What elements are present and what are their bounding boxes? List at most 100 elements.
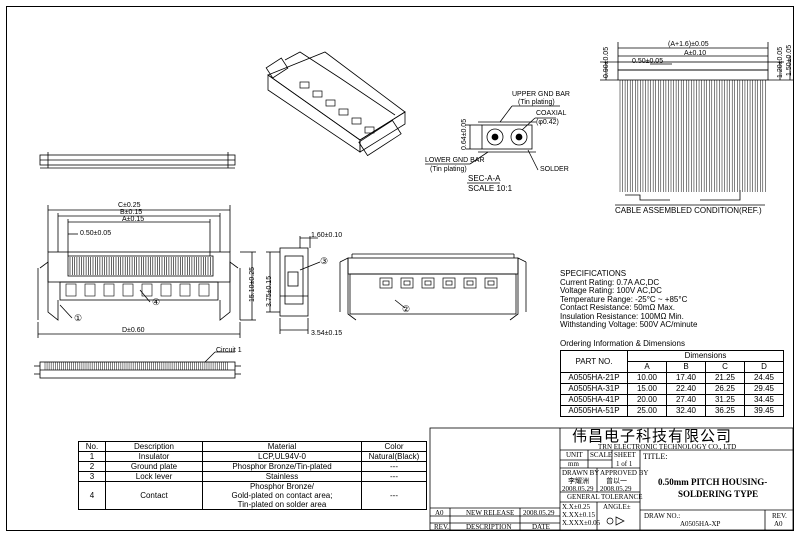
bom-desc: Ground plate [105,461,203,472]
bom-desc: Contact [105,481,203,510]
rev-footer-date: DATE [532,523,550,531]
bom-header-mat: Material [202,441,362,452]
approved-date: 2008.05.29 [600,485,632,493]
rev-date: 2008.05.29 [523,509,555,517]
spec-line: Current Rating: 0.7A AC,DC [560,277,660,287]
drawn-by-name: 李耀洲 [568,477,589,485]
callout-3: ③ [320,256,329,266]
bom-mat: Stainless [202,471,362,482]
col-d: D [744,361,784,373]
rev-description: NEW RELEASE [466,509,515,517]
bom-desc: Lock lever [105,471,203,482]
unit-value: mm [568,460,579,468]
top-dim-pitch: 0.50±0.05 [80,230,112,237]
dim-cell: 26.25 [705,383,745,395]
rev-value: A0 [774,520,783,528]
part-cell: A0505HA-21P [560,372,628,384]
solder-tab [179,283,191,297]
rev-footer-desc: DESCRIPTION [466,523,512,531]
bom-no: 3 [78,471,106,482]
contact-slot-inner [403,280,411,286]
bom-color: --- [361,471,427,482]
part-no-header: PART NO. [560,350,628,373]
side-dim-bottom: 3.54±0.15 [311,330,343,337]
cable-dim-left: 0.90±0.05 [603,46,610,78]
cable-dim-right2: 1.50±0.05 [786,44,793,76]
section-coaxial: COAXIAL [536,110,567,117]
side-dim-height: 3.75±0.15 [266,275,273,307]
cable-dim-a-plus: (A+1.6)±0.05 [668,41,709,48]
section-scale: SCALE 10:1 [468,184,513,193]
bom-mat: Phosphor Bronze/Tin-plated [202,461,362,472]
cable-dim-pitch: 0.50±0.05 [632,58,664,65]
contact-slot-inner [445,280,453,286]
dimensions-header: Dimensions [627,350,784,362]
dim-cell: 31.25 [705,394,745,406]
title-block-frame [429,427,794,531]
dim-cell: 29.45 [744,383,784,395]
table-row: 1 Insulator LCP,UL94V-0 Natural(Black) [78,451,427,462]
unit-label: UNIT [566,451,583,459]
section-upper-bar: UPPER GND BAR [512,91,570,98]
bom-mat-line: Gold-plated on contact area; [231,491,333,500]
bom-mat-line: Phosphor Bronze/ [249,482,315,491]
sheet-border [6,6,794,531]
iso-contact [351,117,362,125]
dim-cell: 25.00 [627,405,667,417]
col-b: B [666,361,706,373]
bom-header-desc: Description [105,441,203,452]
dim-cell: 24.45 [744,372,784,384]
solder-tab [160,283,172,297]
front-view-contacts [379,277,498,289]
iso-contact [299,81,310,89]
top-dim-a: A±0.15 [122,216,145,223]
angle-label: ANGLE± [603,503,631,511]
spec-line: Withstanding Voltage: 500V AC/minute [560,320,698,329]
contact-slot [379,277,393,289]
iso-contact [338,108,349,116]
bom-header-no: No. [78,441,106,452]
iso-view [265,51,406,157]
specifications: SPECIFICATIONS Current Rating: 0.7A AC,D… [560,269,698,330]
drawn-date: 2008.05.29 [562,485,594,493]
tolerance-1: X.X±0.25 [562,503,590,511]
callout-1: ① [74,313,83,323]
section-lower-bar: LOWER GND BAR [425,157,485,164]
table-row: 3 Lock lever Stainless --- [78,471,427,482]
dim-cell: 32.40 [666,405,706,417]
section-coaxial-dia: (φ0.42) [536,119,559,126]
table-row: A0505HA-51P 25.00 32.40 36.25 39.45 [560,405,784,417]
top-dim-b: B±0.15 [120,209,143,216]
title-label: TITLE: [643,452,668,461]
approved-by-label: APPROVED BY [600,469,649,477]
draw-no-label: DRAW NO.: [644,512,681,520]
draw-no: A0505HA-XP [680,520,721,528]
iso-contact [364,126,375,134]
contact-slot [400,277,414,289]
side-dim-top: 1.60±0.10 [311,232,343,239]
table-row: 4 Contact Phosphor Bronze/ Gold-plated o… [78,481,427,510]
section-height: 0.64±0.05 [461,118,468,150]
col-a: A [627,361,667,373]
solder-tab [84,283,96,297]
contact-slot [484,277,498,289]
bottom-view-contacts [44,362,228,370]
dim-cell: 17.40 [666,372,706,384]
projection-symbol [606,516,625,526]
ordering-heading: Ordering Information & Dimensions [560,339,685,348]
elevation-view [39,152,236,169]
rev-entry: A0 [435,509,444,517]
contact-slot [463,277,477,289]
dim-cell: 22.40 [666,383,706,395]
top-dim-height: 15.10±0.25 [249,267,256,302]
solder-tab [198,283,210,297]
approved-by-name: 曾以一 [606,477,627,485]
rev-footer-rev: REV. [434,523,449,531]
top-view-contacts [65,257,211,297]
cable-view [600,42,794,206]
dim-cell: 36.25 [705,405,745,417]
dim-cell: 10.00 [627,372,667,384]
callout-4: ④ [152,297,161,307]
